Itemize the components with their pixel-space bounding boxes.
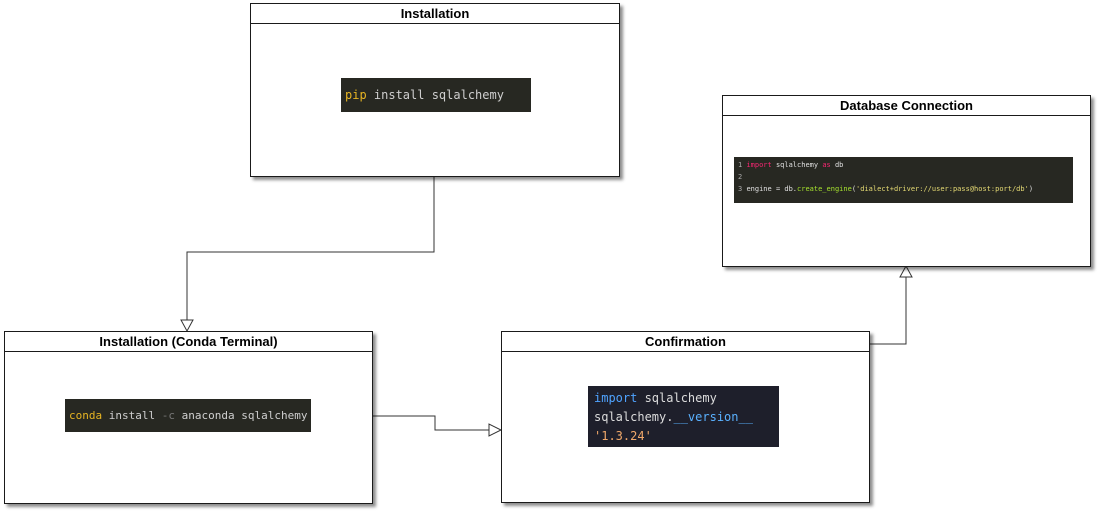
node-title: Database Connection (723, 96, 1090, 116)
node-installation[interactable]: Installation pip install sqlalchemy (250, 3, 620, 177)
code-snippet-pip: pip install sqlalchemy (341, 78, 531, 112)
edge-confirmation-to-database (870, 277, 907, 345)
arrowhead-confirmation (488, 423, 503, 437)
arrowhead-database (899, 264, 913, 278)
node-installation-conda[interactable]: Installation (Conda Terminal) conda inst… (4, 331, 373, 504)
node-title: Installation (251, 4, 619, 24)
edge-installation-to-conda (186, 176, 435, 320)
arrowhead-conda (180, 319, 194, 333)
node-title: Installation (Conda Terminal) (5, 332, 372, 352)
edge-conda-to-confirmation (372, 415, 489, 431)
node-title: Confirmation (502, 332, 869, 352)
node-database-connection[interactable]: Database Connection 1 import sqlalchemy … (722, 95, 1091, 267)
code-snippet-conda: conda install -c anaconda sqlalchemy (65, 399, 311, 432)
